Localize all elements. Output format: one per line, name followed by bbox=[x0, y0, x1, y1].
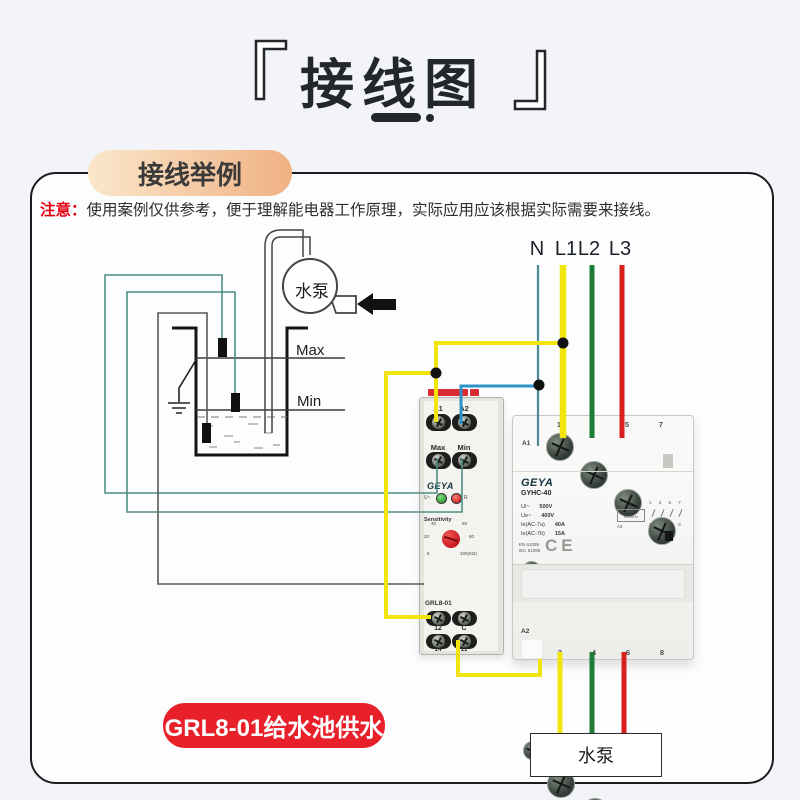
note-text: 注意：使用案例仅供参考，便于理解能电器工作原理，实际应用应该根据实际需要来接线。 bbox=[40, 202, 661, 219]
din-recess bbox=[513, 564, 693, 602]
terminal-number: 3 bbox=[590, 420, 596, 429]
terminal-screw-5 bbox=[614, 489, 642, 517]
pump-label: 水泵 bbox=[295, 282, 329, 301]
sensitivity-knob bbox=[442, 530, 460, 548]
dial-tick: 40 bbox=[431, 521, 437, 526]
terminal-number: 4 bbox=[591, 648, 597, 657]
dial-tick: 20 bbox=[424, 534, 430, 539]
note-label: 注意： bbox=[40, 202, 87, 219]
relay-a1-label: A1 bbox=[433, 404, 443, 413]
label-n: N bbox=[529, 238, 545, 260]
terminal-number: 1 bbox=[556, 420, 562, 429]
seam bbox=[513, 471, 693, 472]
contactor-gyhc40: 1 3 5 7 A1 GEYA GYHC-40 Ui~500V Ue~400V … bbox=[512, 415, 694, 800]
screw-icon bbox=[432, 454, 445, 467]
relay-terminal-14 bbox=[426, 634, 451, 649]
terminal-number: 2 bbox=[557, 648, 563, 657]
relay-a2-terminal bbox=[452, 414, 477, 431]
relay-led bbox=[451, 493, 462, 504]
left-bracket-icon bbox=[254, 39, 288, 101]
max-level-label: Max bbox=[296, 342, 325, 359]
relay-terminal-12 bbox=[426, 611, 451, 626]
dial-tick: 5 bbox=[427, 551, 430, 556]
relay-12-label: 12 bbox=[434, 625, 442, 632]
label-l1: L1 bbox=[554, 238, 578, 260]
relay-min-terminal bbox=[452, 452, 477, 469]
mini-circuit-diagram: A1 230V~50/60Hz A2 1 3 5 7 2 4 6 8 bbox=[617, 500, 687, 532]
mini-a1: A1 bbox=[617, 500, 623, 505]
contact-slash bbox=[651, 509, 656, 517]
dial-tick: 80 bbox=[469, 534, 475, 539]
relay-max-terminal bbox=[426, 452, 451, 469]
relay-a1-terminal bbox=[426, 414, 451, 431]
mini-a2: A2 bbox=[617, 524, 623, 529]
mini-coil: 230V~50/60Hz bbox=[617, 509, 645, 522]
din-notch bbox=[663, 454, 673, 468]
screw-icon bbox=[432, 416, 445, 429]
status-window bbox=[665, 531, 673, 541]
label-l2: L2 bbox=[577, 238, 601, 260]
screw-icon bbox=[458, 416, 471, 429]
standard-iec: IEC 61095 bbox=[519, 548, 541, 553]
spec-row: Ui~500V bbox=[521, 504, 553, 510]
screw-icon bbox=[432, 635, 445, 648]
relay-din-clip-nub bbox=[470, 389, 479, 396]
terminal-screw-1 bbox=[546, 433, 574, 461]
dial-tick: 60 bbox=[462, 521, 468, 526]
contactor-a1-label: A1 bbox=[522, 440, 531, 447]
contact-slash bbox=[660, 509, 665, 517]
screw-icon bbox=[458, 612, 471, 625]
relay-11-label: 11 bbox=[460, 646, 468, 653]
terminal-number: 7 bbox=[658, 420, 664, 429]
spec-row: Ue~400V bbox=[521, 513, 555, 519]
page-title: 接线图 bbox=[300, 55, 486, 115]
contact-slash bbox=[669, 509, 674, 517]
mini-bottom-row: 2 4 6 8 bbox=[649, 522, 684, 527]
terminal-number: 8 bbox=[659, 648, 665, 657]
relay-max-label: Max bbox=[430, 443, 446, 452]
contact-slash bbox=[678, 509, 683, 517]
relay-14-label: 14 bbox=[434, 646, 442, 653]
power-led bbox=[436, 493, 447, 504]
right-bracket-icon bbox=[513, 49, 547, 111]
standard-en: EN 61095 bbox=[519, 542, 540, 547]
relay-model-label: GRL8-01 bbox=[425, 600, 452, 607]
sensitivity-label: Sensitivity bbox=[424, 517, 452, 523]
terminal-number: 5 bbox=[624, 420, 630, 429]
min-level-label: Min bbox=[297, 393, 322, 410]
ce-mark: CE bbox=[545, 536, 577, 555]
relay-din-clip bbox=[428, 389, 468, 396]
a2-wire-cavity bbox=[522, 640, 542, 658]
din-slide bbox=[521, 569, 685, 599]
relay-a2-label: A2 bbox=[459, 404, 469, 413]
spec-row: Ie(AC-7b)15A bbox=[521, 531, 565, 537]
contactor-a2-label: A2 bbox=[521, 628, 530, 635]
screw-icon bbox=[432, 612, 445, 625]
relay-terminal-c bbox=[452, 611, 477, 626]
label-l3: L3 bbox=[608, 238, 632, 260]
terminal-screw-3 bbox=[580, 461, 608, 489]
relay-led-u-label: U~ bbox=[424, 495, 431, 501]
contactor-model-label: GYHC-40 bbox=[521, 490, 552, 497]
screw-icon bbox=[458, 454, 471, 467]
example-badge: 接线举例 bbox=[88, 150, 292, 196]
dial-tick: 100(KΩ) bbox=[460, 551, 477, 556]
terminal-number: 6 bbox=[625, 648, 631, 657]
contactor-brand-logo: GEYA bbox=[521, 477, 554, 489]
relay-min-label: Min bbox=[457, 443, 471, 452]
title-underline-dash bbox=[371, 113, 421, 122]
mini-top-row: 1 3 5 7 bbox=[649, 500, 684, 505]
relay-brand-logo: GEYA bbox=[427, 481, 454, 491]
footer-badge: GRL8-01给水池供水 bbox=[163, 703, 385, 748]
spec-row: Ie(AC-7a)40A bbox=[521, 522, 565, 528]
title-underline-dot bbox=[426, 114, 434, 122]
relay-led-r-label: R bbox=[464, 495, 468, 501]
level-relay-grl8: A1 A2 Max Min GEYA U~ R Sensitivity 5 20… bbox=[419, 389, 504, 655]
pump-box: 水泵 bbox=[530, 733, 662, 777]
relay-c-label: C bbox=[461, 625, 467, 632]
